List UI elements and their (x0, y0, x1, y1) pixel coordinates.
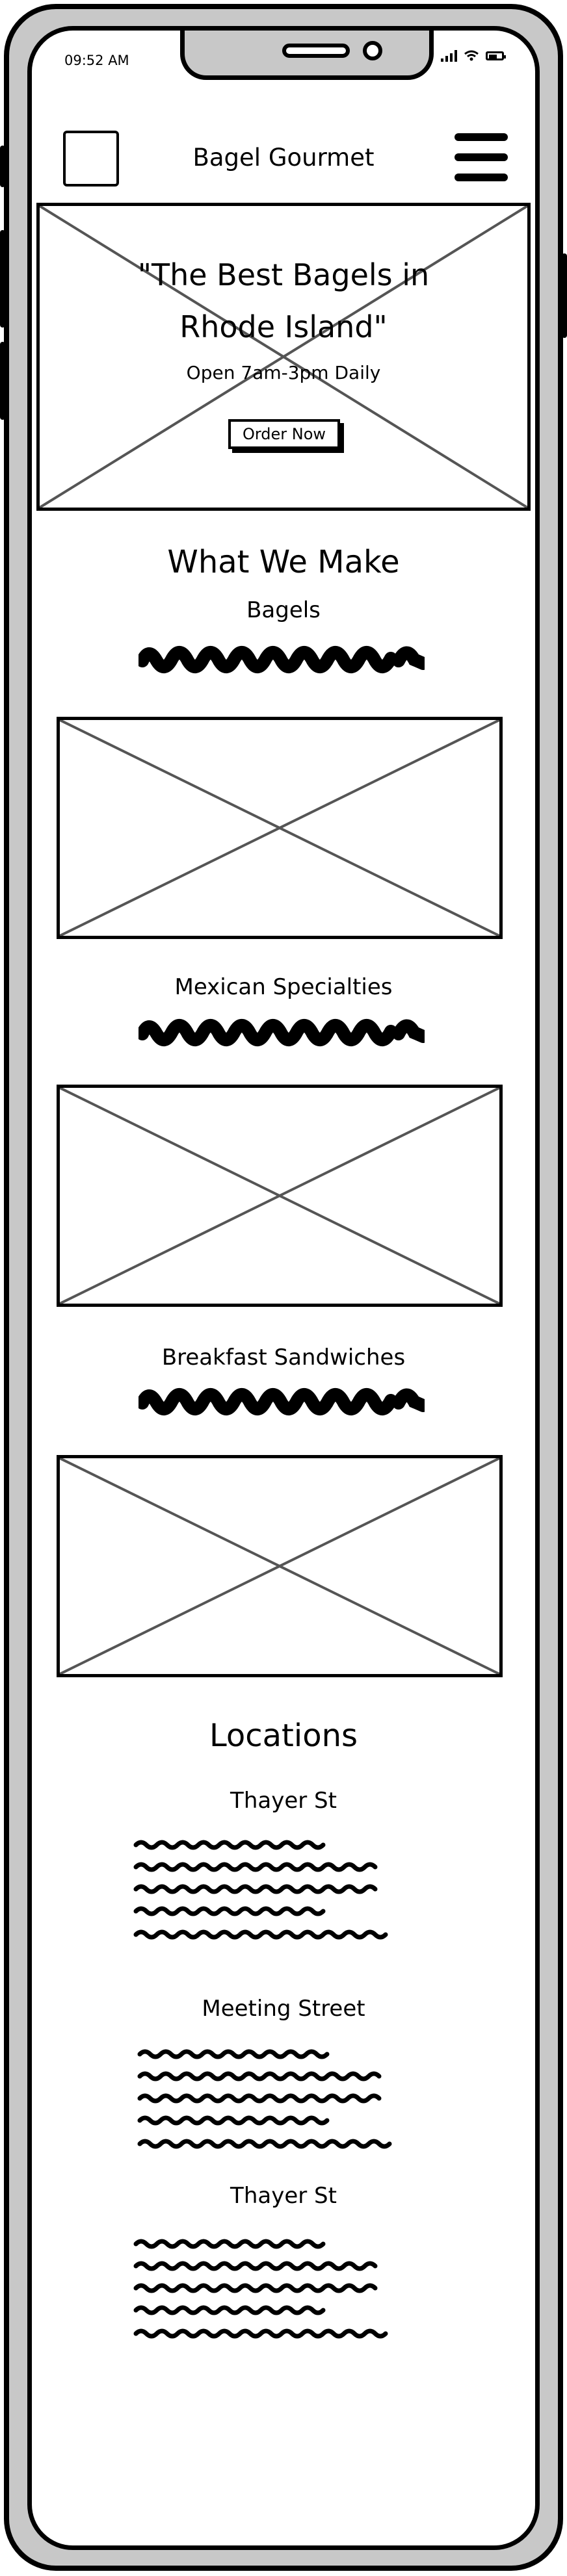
hamburger-menu-icon[interactable] (455, 133, 508, 181)
location-address-scribble (133, 2239, 388, 2339)
volume-up-button (0, 146, 5, 187)
placeholder-text-scribble (138, 646, 425, 673)
volume-down-button (0, 230, 5, 328)
order-now-button[interactable]: Order Now (228, 419, 340, 449)
battery-icon (486, 51, 506, 60)
what-we-make-title: What We Make (167, 544, 400, 580)
image-x-icon (60, 1458, 499, 1674)
hero-hours: Open 7am-3pm Daily (186, 362, 381, 383)
power-button (562, 253, 567, 338)
hero-headline-line2: Rhode Island" (179, 309, 388, 344)
location-name: Meeting Street (202, 1996, 365, 2022)
hero-headline-line1: "The Best Bagels in (137, 257, 430, 292)
image-x-icon (60, 1088, 499, 1304)
bagels-image-placeholder (57, 717, 503, 939)
status-time: 09:52 AM (64, 53, 129, 68)
menu-item-title-bagels: Bagels (246, 597, 321, 623)
speaker-grille (282, 44, 350, 58)
placeholder-text-scribble (138, 1019, 425, 1046)
image-x-icon (60, 720, 499, 936)
mexican-image-placeholder (57, 1085, 503, 1307)
menu-item-title-breakfast: Breakfast Sandwiches (161, 1345, 406, 1371)
menu-item-title-mexican: Mexican Specialties (174, 974, 393, 1000)
placeholder-text-scribble (138, 1388, 425, 1415)
signal-icon (441, 50, 457, 62)
logo-placeholder[interactable] (63, 131, 119, 187)
hero-banner: "The Best Bagels in Rhode Island" Open 7… (36, 203, 531, 511)
locations-title: Locations (209, 1718, 358, 1754)
hero-image-placeholder (40, 206, 527, 508)
location-address-scribble (137, 2049, 392, 2149)
wifi-icon (464, 50, 479, 61)
site-header: Bagel Gourmet (32, 103, 535, 201)
phone-screen: 09:52 AM Bagel Gourmet "The Best Bagels … (27, 26, 540, 2550)
volume-button-lower (0, 342, 5, 420)
phone-notch (180, 31, 434, 80)
status-icons (441, 50, 506, 62)
location-name: Thayer St (230, 1788, 337, 1814)
front-camera (363, 41, 382, 60)
site-title: Bagel Gourmet (192, 144, 375, 172)
location-name: Thayer St (230, 2183, 337, 2209)
breakfast-image-placeholder (57, 1455, 503, 1677)
location-address-scribble (133, 1840, 388, 1940)
hero-headline: "The Best Bagels in Rhode Island" (40, 249, 527, 353)
